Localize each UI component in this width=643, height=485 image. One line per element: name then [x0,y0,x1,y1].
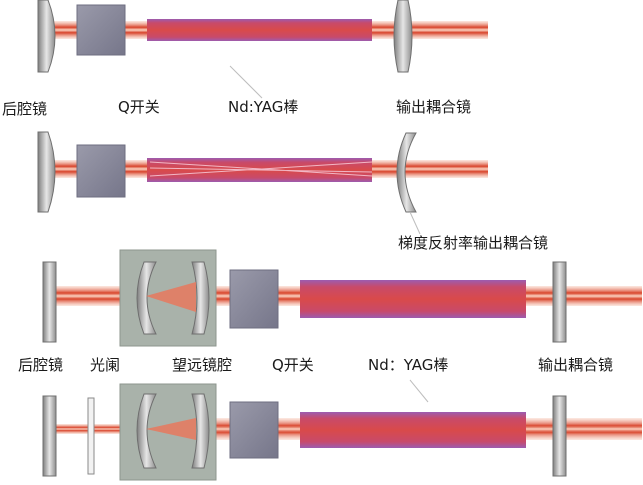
gradient-coupler-row2 [396,132,417,213]
label-q-switch-1: Q开关 [118,98,160,116]
rear-mirror-row3 [42,261,57,343]
leader-rod1 [229,65,263,99]
divergent-beam-lines [149,161,373,177]
q-switch-row4 [229,401,279,459]
rear-mirror-row1 [37,0,56,73]
nd-yag-rod-row4 [300,412,526,448]
expanded-beam-row3 [146,282,196,312]
label-aperture: 光阑 [90,356,121,374]
output-coupler-row1 [393,0,413,73]
q-switch-row1 [76,4,126,56]
telescope-lens-1-row3 [136,261,157,335]
q-switch-row2 [76,144,126,198]
telescope-lens-1-row4 [136,393,157,469]
row-2 [37,131,488,235]
output-coupler-row4 [552,395,567,477]
rear-mirror-row4 [42,395,57,477]
label-output-coupler-2: 输出耦合镜 [538,356,614,374]
label-output-coupler-1: 输出耦合镜 [396,98,472,116]
expanded-beam-row4 [146,418,196,440]
label-gradient-coupler: 梯度反射率输出耦合镜 [398,234,549,252]
telescope-lens-2-row4 [191,393,210,469]
leader-rod2 [409,379,429,403]
label-telescope: 望远镜腔 [172,356,233,374]
leader-gradient [409,211,421,235]
label-nd-yag-rod-2: Nd：YAG棒 [368,356,449,374]
row-3 [42,249,642,347]
row-4 [42,379,642,481]
label-rear-mirror-1: 后腔镜 [2,100,48,118]
label-nd-yag-rod-1: Nd:YAG棒 [228,98,299,116]
aperture-row4 [87,397,95,475]
telescope-lens-2-row3 [191,261,210,335]
label-rear-mirror-2: 后腔镜 [18,356,64,374]
rear-mirror-row2 [37,131,56,213]
label-q-switch-2: Q开关 [272,356,314,374]
nd-yag-rod-row3 [300,280,526,318]
q-switch-row3 [229,269,279,329]
output-coupler-row3 [552,261,567,343]
row-1 [37,0,488,99]
nd-yag-rod-row1 [147,19,372,41]
